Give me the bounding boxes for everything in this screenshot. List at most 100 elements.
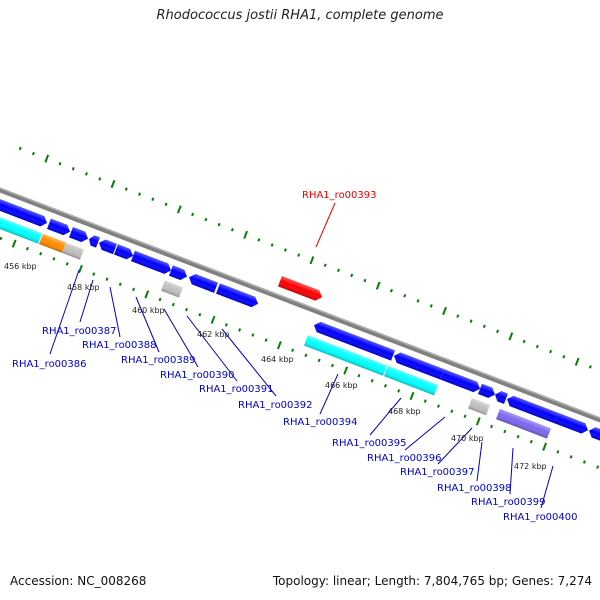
gene-feature[interactable] [278, 276, 324, 302]
gene-label[interactable]: RHA1_ro00400 [503, 512, 578, 523]
scale-label: 456 kbp [4, 262, 37, 271]
label-leader-line [509, 447, 514, 495]
scale-label: 466 kbp [325, 381, 358, 390]
gene-label[interactable]: RHA1_ro00396 [367, 453, 442, 464]
gene-feature[interactable] [169, 265, 189, 281]
gene-shading [440, 369, 480, 393]
scale-label: 458 kbp [67, 283, 100, 292]
minor-tick [569, 455, 573, 459]
gene-feature[interactable] [496, 408, 551, 439]
gene-feature[interactable] [216, 283, 260, 309]
gene-feature[interactable] [312, 320, 395, 361]
label-leader-line [49, 269, 80, 355]
minor-tick [490, 424, 494, 429]
minor-tick [85, 172, 88, 176]
gene-feature[interactable] [114, 244, 135, 261]
label-leader-line [221, 328, 277, 397]
gene-shading [114, 244, 133, 260]
minor-tick [65, 262, 69, 266]
major-tick [442, 306, 447, 316]
scale-label: 470 kbp [451, 434, 484, 443]
gene-feature[interactable] [161, 280, 183, 298]
label-leader-line [315, 202, 336, 248]
gene-feature[interactable] [478, 383, 497, 400]
major-tick [309, 256, 315, 265]
gene-feature[interactable] [47, 218, 72, 237]
gene-label[interactable]: RHA1_ro00391 [199, 384, 274, 395]
minor-tick [403, 294, 407, 298]
backbone-frame [0, 180, 600, 443]
minor-tick [416, 299, 420, 303]
gene-shading [554, 412, 588, 434]
gene-label[interactable]: RHA1_ro00397 [400, 467, 475, 478]
gene-shading [0, 197, 48, 227]
major-tick [243, 230, 248, 239]
label-leader-line [404, 416, 446, 451]
gene-feature[interactable] [440, 369, 482, 394]
gene-feature[interactable] [131, 250, 173, 276]
major-tick [375, 281, 381, 290]
label-leader-line [79, 279, 94, 323]
minor-tick [0, 236, 3, 241]
scale-label: 472 kbp [514, 462, 547, 471]
major-tick [144, 290, 150, 299]
backbone-line [0, 180, 600, 443]
major-tick [110, 179, 116, 189]
minor-tick [31, 151, 35, 156]
major-tick [176, 205, 182, 214]
gene-label[interactable]: RHA1_ro00388 [82, 340, 157, 351]
gene-feature[interactable] [304, 335, 387, 376]
major-tick [475, 417, 481, 426]
major-tick [508, 332, 514, 341]
gene-label[interactable]: RHA1_ro00399 [471, 497, 546, 508]
gene-feature[interactable] [384, 365, 438, 396]
gene-feature[interactable] [87, 234, 100, 248]
gene-feature[interactable] [0, 216, 42, 244]
gene-feature[interactable] [554, 412, 590, 436]
gene-label[interactable]: RHA1_ro00390 [160, 370, 235, 381]
major-tick [44, 154, 50, 163]
gene-feature[interactable] [587, 425, 600, 444]
gene-feature[interactable] [493, 389, 508, 404]
gene-shading [468, 398, 490, 416]
gene-feature[interactable] [392, 351, 444, 380]
gene-feature[interactable] [505, 394, 558, 424]
gene-label[interactable]: RHA1_ro00387 [42, 326, 117, 337]
minor-tick [463, 414, 467, 419]
gene-feature[interactable] [0, 197, 49, 228]
label-leaders [49, 202, 554, 509]
gene-shading [589, 427, 600, 444]
gene-feature[interactable] [187, 272, 218, 293]
minor-tick [105, 277, 109, 281]
label-leader-line [369, 397, 402, 436]
minor-tick [370, 378, 374, 383]
gene-feature[interactable] [97, 238, 117, 255]
gene-label[interactable]: RHA1_ro00394 [283, 417, 358, 428]
gene-shading [188, 274, 218, 293]
minor-tick [357, 373, 361, 378]
gene-label[interactable]: RHA1_ro00398 [437, 483, 512, 494]
gene-label[interactable]: RHA1_ro00395 [332, 438, 407, 449]
minor-tick [562, 354, 566, 359]
minor-tick [596, 465, 600, 469]
gene-shading [131, 250, 172, 274]
gene-shading [169, 265, 187, 280]
minor-tick [522, 339, 526, 344]
minor-tick [297, 253, 301, 257]
gene-label[interactable]: RHA1_ro00386 [12, 359, 87, 370]
tick-frame [0, 236, 600, 469]
gene-feature[interactable] [39, 233, 66, 253]
gene-label[interactable]: RHA1_ro00393 [302, 190, 377, 201]
lower-tick-track [0, 236, 600, 469]
minor-tick [516, 434, 520, 439]
gene-shading [216, 283, 259, 308]
gene-shading [393, 352, 444, 380]
gene-label[interactable]: RHA1_ro00389 [121, 355, 196, 366]
genome-summary-text: Topology: linear; Length: 7,804,765 bp; … [272, 574, 592, 588]
gene-label[interactable]: RHA1_ro00392 [238, 400, 313, 411]
gene-feature[interactable] [69, 227, 90, 244]
gene-feature[interactable] [62, 242, 84, 260]
gene-shading [0, 216, 42, 244]
gene-feature[interactable] [468, 398, 490, 416]
